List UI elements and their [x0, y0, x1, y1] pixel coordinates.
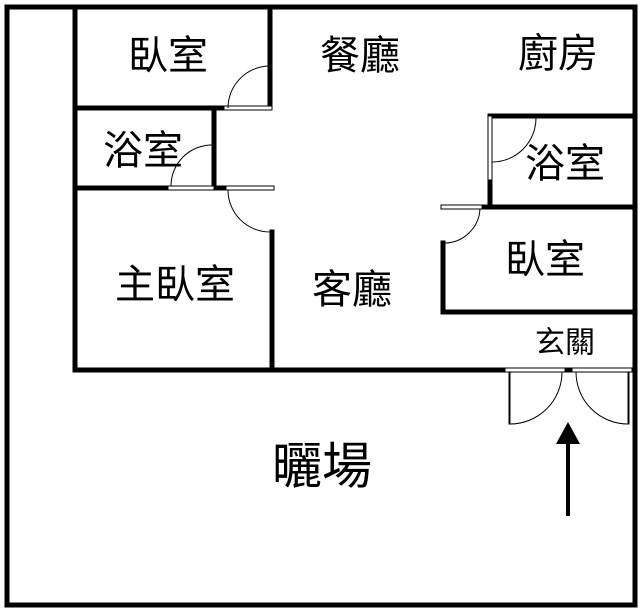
room-label-living-room: 客廳: [312, 267, 392, 313]
room-label-bathroom-2: 浴室: [525, 141, 605, 187]
outer-boundary: [4, 4, 638, 608]
room-label-bathroom-1: 浴室: [103, 128, 183, 174]
room-label-entrance: 玄關: [535, 326, 595, 361]
room-label-bedroom-1: 臥室: [128, 33, 208, 79]
room-label-master-bedroom: 主臥室: [115, 262, 235, 308]
doors: [167, 65, 633, 425]
room-label-yard: 曬場: [272, 438, 372, 496]
room-label-dining: 餐廳: [320, 33, 400, 79]
room-label-bedroom-2: 臥室: [505, 237, 585, 283]
entry-arrow: [556, 422, 580, 516]
room-label-kitchen: 廚房: [518, 31, 598, 77]
